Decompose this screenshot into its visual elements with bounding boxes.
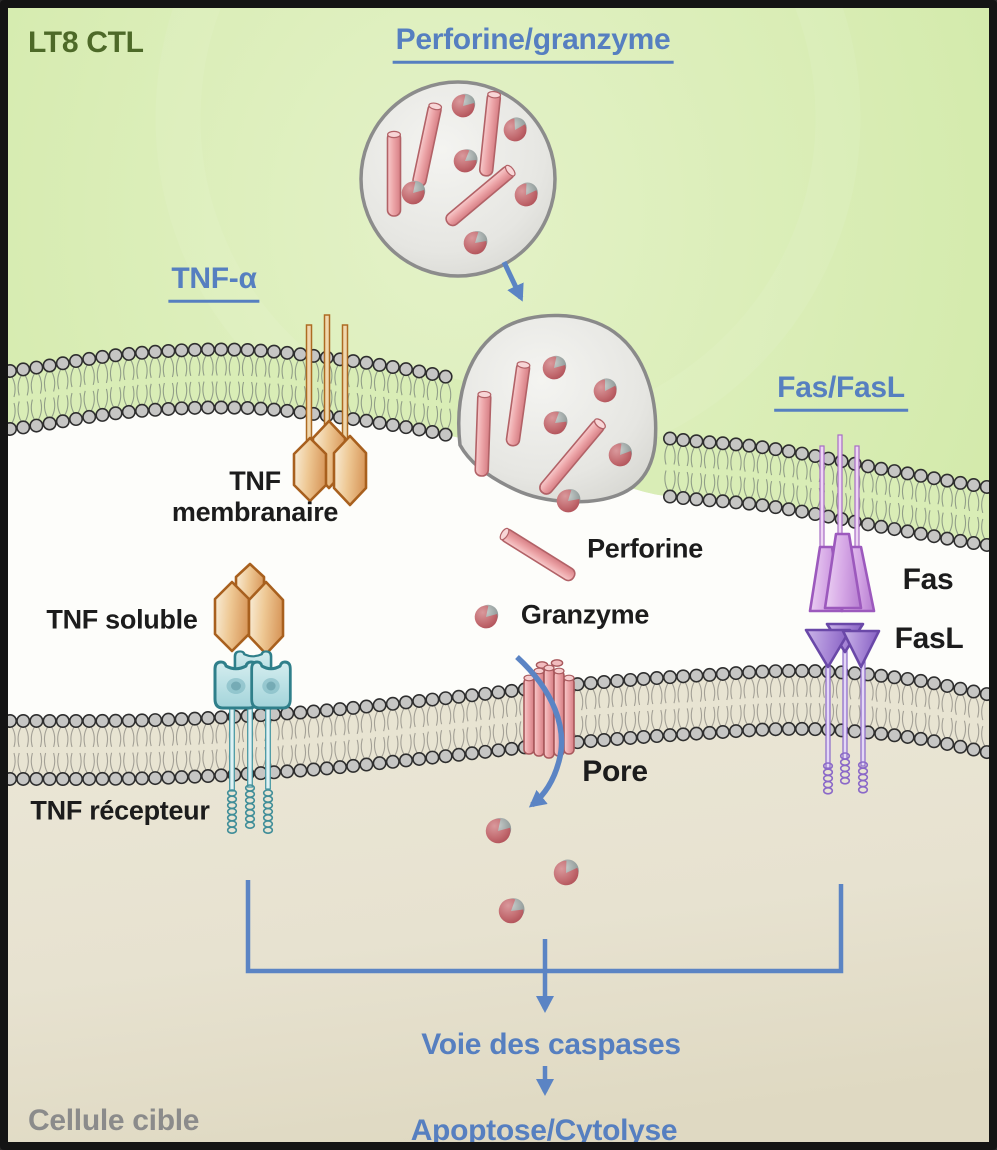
- tnf-membrane-trimer: [292, 314, 368, 507]
- fasl-trimer: [804, 622, 881, 769]
- tnf-soluble-label: TNF soluble: [46, 604, 198, 635]
- granzyme-label: Granzyme: [520, 599, 650, 630]
- apoptosis-cytolysis-label: Apoptose/Cytolyse: [410, 1113, 678, 1147]
- ctl-cell-label: LT8 CTL: [28, 26, 144, 59]
- tnf-membrane-label: TNF membranaire: [171, 465, 339, 527]
- granzyme-entry-arrow: [515, 654, 565, 808]
- title-perforin-granzyme: Perforine/granzyme: [392, 23, 674, 64]
- fasl-label: FasL: [894, 621, 964, 655]
- pore-label: Pore: [582, 754, 648, 788]
- title-tnf: TNF-α: [168, 262, 260, 303]
- fusing-vesicle: [457, 313, 658, 504]
- target-cell-label: Cellule cible: [28, 1104, 200, 1137]
- receptor-spring-tails: [226, 752, 869, 835]
- pathway-convergence-bracket: [245, 880, 844, 1013]
- tnf-receptor: [213, 650, 292, 792]
- exocytosis-arrow: [501, 260, 524, 302]
- tnf-soluble-trimer: [213, 562, 285, 656]
- caspase-pathway-label: Voie des caspases: [421, 1027, 681, 1061]
- title-fas-fasl: Fas/FasL: [774, 371, 908, 412]
- perforin-label: Perforine: [587, 533, 703, 564]
- fas-label: Fas: [902, 562, 954, 596]
- tnf-receptor-label: TNF récepteur: [30, 795, 210, 826]
- cytotoxicity-diagram: [8, 8, 989, 1142]
- fas-trimer: [808, 434, 876, 613]
